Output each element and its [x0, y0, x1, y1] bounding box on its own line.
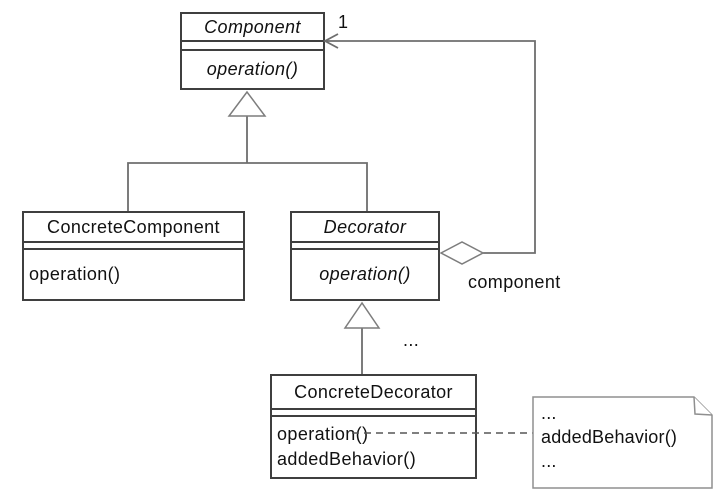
generalization-to-component: [127, 90, 368, 211]
class-box-concrete-decorator: ConcreteDecorator operation() addedBehav…: [270, 374, 477, 479]
class-box-concrete-component: ConcreteComponent operation(): [22, 211, 245, 301]
operations-compartment: operation(): [182, 51, 323, 88]
attributes-compartment: [272, 410, 475, 417]
attributes-compartment: [292, 243, 438, 250]
class-name: ConcreteDecorator: [272, 376, 475, 410]
multiplicity-label: 1: [338, 12, 349, 32]
operation-label: operation(): [319, 264, 411, 284]
class-box-decorator: Decorator operation(): [290, 211, 440, 301]
aggregation-role-label: component: [468, 272, 561, 292]
operation-label: operation(): [29, 264, 121, 284]
note-line: ...: [541, 403, 557, 423]
class-box-component: Component operation(): [180, 12, 325, 90]
note-body: ... addedBehavior() ...: [541, 401, 709, 473]
note-line: ...: [541, 451, 557, 471]
hollow-triangle-icon: [343, 301, 381, 329]
generalization-branch: [127, 162, 368, 211]
note-line: addedBehavior(): [541, 427, 678, 447]
operation-label: addedBehavior(): [277, 449, 417, 469]
open-arrowhead-icon: [323, 33, 339, 49]
generalization-to-decorator: [343, 301, 381, 374]
aggregation-diamond-icon: [439, 241, 485, 265]
operations-compartment: operation(): [24, 250, 243, 299]
operation-label: operation(): [277, 424, 369, 444]
operations-compartment: operation() addedBehavior(): [272, 417, 475, 477]
class-name: ConcreteComponent: [24, 213, 243, 243]
more-decorators-ellipsis: ...: [403, 330, 420, 350]
operation-label: operation(): [206, 59, 299, 79]
operations-compartment: operation(): [292, 250, 438, 299]
attributes-compartment: [24, 243, 243, 250]
hollow-triangle-icon: [227, 90, 267, 117]
class-name: Component: [182, 14, 323, 42]
attributes-compartment: [182, 42, 323, 51]
class-name: Decorator: [292, 213, 438, 243]
